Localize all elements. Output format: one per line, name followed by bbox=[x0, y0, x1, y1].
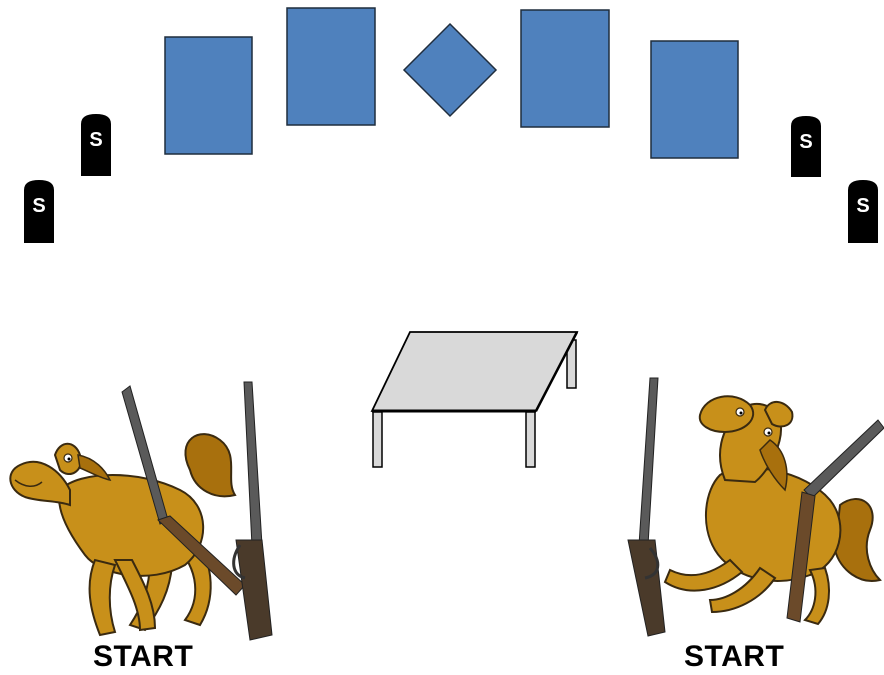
steel-plate-letter: S bbox=[32, 195, 45, 217]
horse-icon bbox=[10, 434, 235, 635]
steel-plate: S bbox=[24, 180, 54, 243]
steel-plate: S bbox=[791, 116, 821, 177]
lever-rifle-icon bbox=[628, 378, 665, 636]
start-label-right: START bbox=[684, 640, 784, 674]
horse-icon bbox=[665, 396, 880, 624]
paper-target-rectangle bbox=[287, 8, 375, 125]
paper-target-rectangle bbox=[521, 10, 609, 127]
steel-plate-letter: S bbox=[799, 131, 812, 153]
left-start-position bbox=[10, 382, 272, 640]
steel-plate-letter: S bbox=[89, 129, 102, 151]
paper-target-rectangle bbox=[165, 37, 252, 154]
paper-target-diamond bbox=[404, 24, 496, 116]
steel-plate: S bbox=[81, 114, 111, 176]
right-start-position bbox=[628, 378, 884, 636]
lever-rifle-icon bbox=[234, 382, 272, 640]
paper-target-rectangle bbox=[651, 41, 738, 158]
table-icon bbox=[372, 332, 577, 467]
steel-plate-letter: S bbox=[856, 195, 869, 217]
steel-plate: S bbox=[848, 180, 878, 243]
start-label-left: START bbox=[93, 640, 193, 674]
